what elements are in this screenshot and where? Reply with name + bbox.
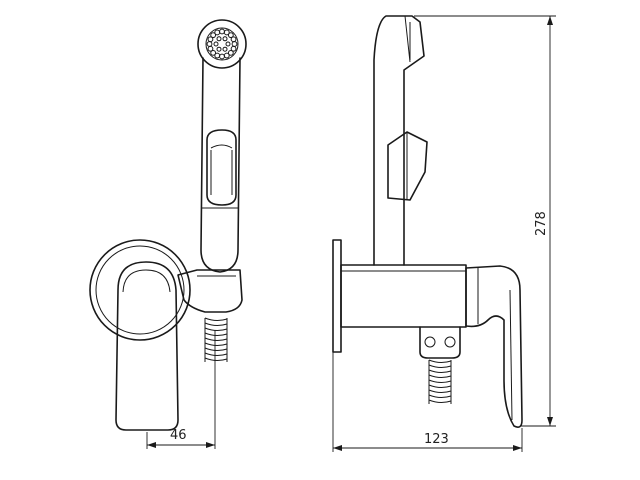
- hand-shower-body: [200, 57, 241, 273]
- hose-outline: [204, 318, 228, 362]
- nozzle-hole: [225, 41, 231, 47]
- nozzle-hole: [207, 36, 214, 43]
- hose-coil-segment: [204, 337, 228, 341]
- hose-coil-segment: [204, 357, 228, 361]
- hose-coil-segment: [204, 352, 228, 356]
- dimension-width-label: 46: [170, 428, 187, 443]
- hose-coil-segment: [204, 347, 228, 351]
- nozzle-hole: [210, 49, 217, 56]
- nozzle-hole: [216, 46, 222, 52]
- hose-coil-segment: [428, 399, 452, 403]
- nozzle-hole: [227, 32, 234, 39]
- front-view: 46: [89, 19, 247, 449]
- spray-nozzles: [206, 28, 238, 60]
- nozzle-hole: [213, 41, 219, 47]
- hose-outline: [428, 360, 452, 404]
- mixer-lever-front: [115, 261, 179, 431]
- hand-shower-side: [373, 15, 428, 266]
- nozzle-hole: [230, 45, 237, 52]
- hose-coil-segment: [428, 374, 452, 378]
- dimension-height-label: 278: [534, 211, 549, 236]
- nozzle-hole: [222, 46, 228, 52]
- dimension-depth-label: 123: [424, 432, 449, 447]
- wall-rosette: [89, 239, 191, 341]
- mixer-lever-side: [465, 265, 523, 428]
- nozzle-hole: [219, 28, 225, 35]
- nozzle-hole: [227, 49, 234, 56]
- hose-coil-segment: [204, 327, 228, 331]
- hose-coil-segment: [428, 369, 452, 373]
- hose-coil-segment: [428, 389, 452, 393]
- nozzle-hole: [207, 45, 214, 52]
- nozzle-hole: [230, 36, 237, 43]
- wall-plate: [332, 239, 342, 353]
- nozzle-hole: [216, 36, 222, 42]
- spray-head: [197, 19, 247, 69]
- valve-body: [340, 264, 467, 328]
- hose-coil-side: [428, 359, 452, 404]
- dimension-depth: 123: [332, 352, 523, 452]
- nozzle-hole: [222, 36, 228, 42]
- hose-coil-segment: [428, 384, 452, 388]
- hose-coil-segment: [428, 379, 452, 383]
- shower-holder-bracket: [177, 269, 243, 313]
- nozzle-hole: [214, 52, 221, 59]
- hose-coil-segment: [428, 394, 452, 398]
- nozzle-hole: [231, 41, 238, 47]
- hose-coil-segment: [204, 317, 228, 321]
- hose-coil-segment: [428, 359, 452, 363]
- hose-coil-segment: [204, 332, 228, 336]
- dimension-width: 46: [146, 330, 216, 449]
- side-view: 123 278: [332, 15, 556, 452]
- hose-coil-segment: [204, 322, 228, 326]
- hose-connector: [419, 326, 461, 359]
- hose-coil-front: [204, 317, 228, 362]
- hose-coil-segment: [204, 342, 228, 346]
- nozzle-hole: [223, 52, 230, 59]
- nozzle-hole: [210, 32, 217, 39]
- hose-coil-segment: [428, 364, 452, 368]
- nozzle-hole: [223, 29, 230, 36]
- dimension-height: 278: [414, 15, 556, 427]
- nozzle-hole: [206, 41, 213, 47]
- nozzle-hole: [219, 53, 225, 60]
- nozzle-hole: [214, 29, 221, 36]
